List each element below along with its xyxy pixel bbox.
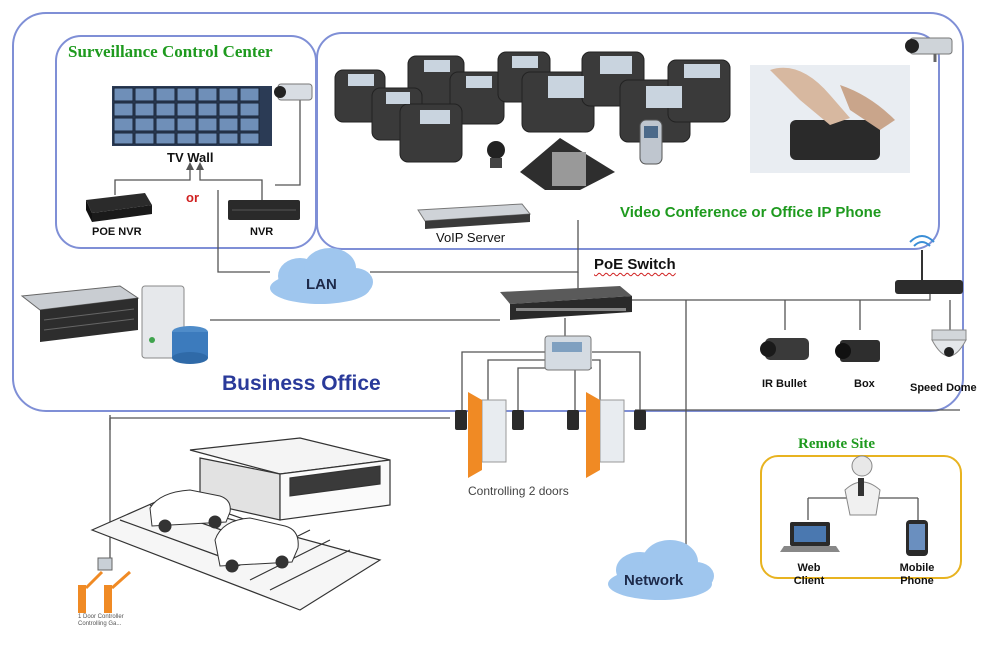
arrow-icons <box>186 162 204 170</box>
box-camera-icon <box>835 340 880 362</box>
network-cloud-icon <box>608 540 714 600</box>
handheld-phone-icon <box>639 119 663 165</box>
poe-nvr-label: POE NVR <box>92 226 142 238</box>
tv-wall-icon <box>112 86 272 146</box>
door-icon-1 <box>468 392 507 478</box>
camera-icon-top-right <box>905 37 953 62</box>
remote-site-title: Remote Site <box>798 436 876 452</box>
mobile-phone-label: Mobile Phone <box>899 562 935 587</box>
camera-icon <box>274 83 313 101</box>
barrier-gate-icon <box>78 557 131 613</box>
box-label: Box <box>854 378 875 390</box>
tv-wall-label: TV Wall <box>167 150 214 165</box>
poe-switch-label: PoE Switch <box>594 256 676 273</box>
laptop-icon <box>780 522 840 552</box>
poe-nvr-icon <box>86 193 152 222</box>
card-reader-icons <box>455 410 646 430</box>
phone-screens <box>348 56 720 124</box>
controlling-doors-label: Controlling 2 doors <box>468 484 569 498</box>
door-controller-icon <box>544 335 592 371</box>
connection-lines <box>109 98 960 560</box>
or-label: or <box>186 190 199 205</box>
door-controller-note: 1 Door Controller Controlling Ga... <box>78 614 124 627</box>
ip-phone-icons <box>334 51 731 163</box>
nvr-icon <box>228 200 300 220</box>
nvr-label: NVR <box>250 226 274 238</box>
voip-server-icon <box>417 203 531 229</box>
network-label: Network <box>624 572 684 589</box>
car-icon-2 <box>214 517 299 573</box>
storage-server-icon <box>20 285 140 342</box>
speed-dome-camera-icon <box>931 329 967 357</box>
video-conference-zone <box>316 32 940 250</box>
voip-server-label: VoIP Server <box>436 230 506 245</box>
mobile-phone-icon <box>906 520 928 556</box>
ir-bullet-label: IR Bullet <box>762 378 807 390</box>
poe-switch-icon <box>500 286 632 320</box>
wifi-router-icon <box>895 235 963 294</box>
person-icon <box>844 455 881 516</box>
car-icon-1 <box>149 489 231 533</box>
surveillance-title: Surveillance Control Center <box>68 42 273 61</box>
webcam-icon <box>487 141 505 168</box>
ir-bullet-camera-icon <box>760 338 809 360</box>
business-office-title: Business Office <box>222 372 381 395</box>
video-conference-title: Video Conference or Office IP Phone <box>620 204 882 221</box>
office-phone-photo <box>750 65 910 173</box>
lan-label: LAN <box>306 276 337 293</box>
lan-cloud-icon <box>270 248 373 304</box>
conference-phone-icon <box>520 138 615 190</box>
speed-dome-label: Speed Dome <box>910 382 977 394</box>
database-icon <box>172 326 208 364</box>
web-client-label: Web Client <box>793 562 825 587</box>
door-icon-2 <box>586 392 625 478</box>
